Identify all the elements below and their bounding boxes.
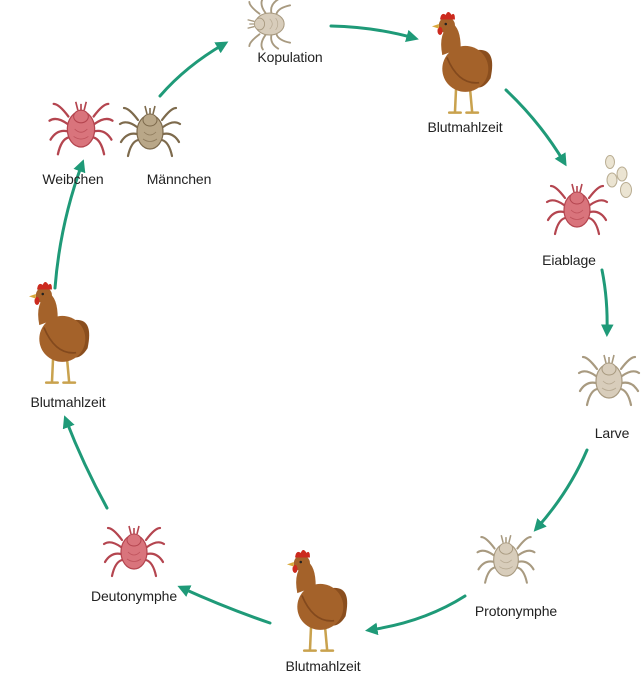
arrow-blutmahlzeit-to-deutonymphe xyxy=(182,588,270,623)
label-blutmahlzeit-bottom: Blutmahlzeit xyxy=(285,658,360,674)
label-blutmahlzeit-top: Blutmahlzeit xyxy=(427,119,502,135)
mating-mites-icon xyxy=(248,0,291,49)
label-kopulation: Kopulation xyxy=(257,49,322,65)
arrow-protonymphe-to-blutmahlzeit xyxy=(370,596,465,630)
hen-icon-bottom xyxy=(287,550,347,651)
label-eiablage: Eiablage xyxy=(542,252,596,268)
label-blutmahlzeit-left: Blutmahlzeit xyxy=(30,394,105,410)
male-mite-icon xyxy=(120,106,180,156)
deutonymph-icon xyxy=(104,526,164,576)
label-weibchen: Weibchen xyxy=(42,171,103,187)
egg-laying-mite-icon xyxy=(547,184,607,234)
arrow-blutmahlzeit-to-eiablage xyxy=(506,90,564,162)
protonymph-icon xyxy=(478,535,535,583)
larva-icon xyxy=(579,355,639,405)
label-larve: Larve xyxy=(595,425,630,441)
label-maennchen: Männchen xyxy=(147,171,212,187)
arrow-kopulation-to-blutmahlzeit xyxy=(331,26,414,38)
label-deutonymphe: Deutonymphe xyxy=(91,588,177,604)
arrow-eiablage-to-larve xyxy=(602,270,607,332)
eggs-icon xyxy=(606,156,632,198)
female-mite-icon xyxy=(50,102,113,155)
label-protonymphe: Protonymphe xyxy=(475,603,557,619)
arrow-deutonymphe-to-blutmahlzeit xyxy=(66,420,107,508)
hen-icon-left xyxy=(29,282,89,383)
arrow-maennchen-to-kopulation xyxy=(160,44,224,96)
arrow-larve-to-protonymphe xyxy=(537,450,587,528)
hen-icon-top xyxy=(432,12,492,113)
